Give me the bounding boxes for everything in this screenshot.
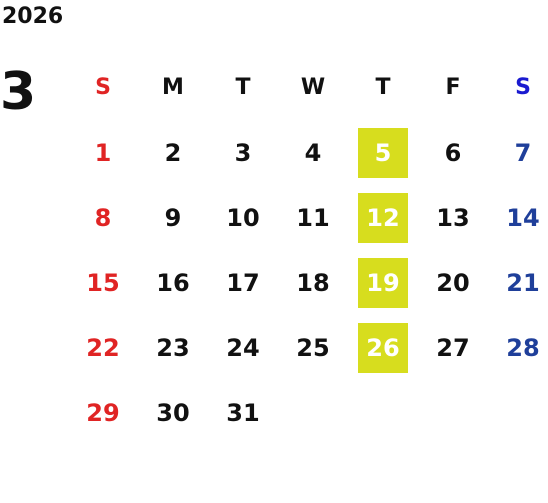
weekday-header-sun: S bbox=[95, 75, 111, 100]
day-cell: 23 bbox=[138, 315, 208, 380]
weekday-header-thu: T bbox=[375, 75, 391, 100]
weekday-header-wed: W bbox=[300, 75, 326, 100]
day-cell: 13 bbox=[418, 185, 488, 250]
day-cell: 31 bbox=[208, 380, 278, 445]
day-cell: 30 bbox=[138, 380, 208, 445]
day-cell: 15 bbox=[68, 250, 138, 315]
day-cell-highlighted: 5 bbox=[348, 120, 418, 185]
day-number: 3 bbox=[234, 138, 252, 167]
day-cell: 4 bbox=[278, 120, 348, 185]
day-cell-highlighted: 12 bbox=[348, 185, 418, 250]
empty-day-cell bbox=[488, 380, 548, 445]
empty-day-cell bbox=[278, 380, 348, 445]
year-label: 2026 bbox=[2, 4, 64, 29]
day-number: 13 bbox=[436, 203, 470, 232]
day-number: 7 bbox=[514, 138, 532, 167]
day-number: 15 bbox=[86, 268, 120, 297]
day-cell: 28 bbox=[488, 315, 548, 380]
day-cell: 7 bbox=[488, 120, 548, 185]
day-cell: 21 bbox=[488, 250, 548, 315]
day-number: 5 bbox=[358, 127, 408, 178]
day-number: 9 bbox=[164, 203, 182, 232]
day-cell: 18 bbox=[278, 250, 348, 315]
day-cell-highlighted: 19 bbox=[348, 250, 418, 315]
day-cell: 24 bbox=[208, 315, 278, 380]
weekday-header-fri: F bbox=[445, 75, 461, 100]
day-cell: 25 bbox=[278, 315, 348, 380]
day-number: 16 bbox=[156, 268, 190, 297]
day-cell-highlighted: 26 bbox=[348, 315, 418, 380]
day-cell: 14 bbox=[488, 185, 548, 250]
day-cell: 16 bbox=[138, 250, 208, 315]
day-number: 22 bbox=[86, 333, 120, 362]
day-number: 20 bbox=[436, 268, 470, 297]
day-cell: 11 bbox=[278, 185, 348, 250]
day-number: 21 bbox=[506, 268, 540, 297]
day-number: 2 bbox=[164, 138, 182, 167]
day-number: 27 bbox=[436, 333, 470, 362]
day-number: 17 bbox=[226, 268, 260, 297]
day-number: 29 bbox=[86, 398, 120, 427]
calendar-grid: S M T W T F S 1 2 3 4 5 6 7 8 9 10 11 12… bbox=[68, 55, 548, 445]
day-number: 26 bbox=[358, 322, 408, 373]
weekday-header-sat: S bbox=[515, 75, 531, 100]
empty-day-cell bbox=[418, 380, 488, 445]
empty-day-cell bbox=[348, 380, 418, 445]
day-cell: 8 bbox=[68, 185, 138, 250]
weekday-header-mon: M bbox=[162, 75, 184, 100]
day-number: 12 bbox=[358, 192, 408, 243]
day-cell: 22 bbox=[68, 315, 138, 380]
day-number: 31 bbox=[226, 398, 260, 427]
month-label: 3 bbox=[0, 62, 37, 122]
day-number: 10 bbox=[226, 203, 260, 232]
day-number: 19 bbox=[358, 257, 408, 308]
day-number: 18 bbox=[296, 268, 330, 297]
day-number: 4 bbox=[304, 138, 322, 167]
day-cell: 9 bbox=[138, 185, 208, 250]
day-cell: 20 bbox=[418, 250, 488, 315]
day-number: 30 bbox=[156, 398, 190, 427]
day-number: 23 bbox=[156, 333, 190, 362]
day-cell: 1 bbox=[68, 120, 138, 185]
day-cell: 17 bbox=[208, 250, 278, 315]
day-number: 14 bbox=[506, 203, 540, 232]
weekday-header-tue: T bbox=[235, 75, 251, 100]
day-cell: 29 bbox=[68, 380, 138, 445]
day-number: 6 bbox=[444, 138, 462, 167]
day-number: 8 bbox=[94, 203, 112, 232]
day-number: 25 bbox=[296, 333, 330, 362]
day-number: 24 bbox=[226, 333, 260, 362]
day-cell: 3 bbox=[208, 120, 278, 185]
day-cell: 2 bbox=[138, 120, 208, 185]
day-number: 11 bbox=[296, 203, 330, 232]
day-cell: 27 bbox=[418, 315, 488, 380]
day-cell: 10 bbox=[208, 185, 278, 250]
day-number: 1 bbox=[94, 138, 112, 167]
day-number: 28 bbox=[506, 333, 540, 362]
day-cell: 6 bbox=[418, 120, 488, 185]
